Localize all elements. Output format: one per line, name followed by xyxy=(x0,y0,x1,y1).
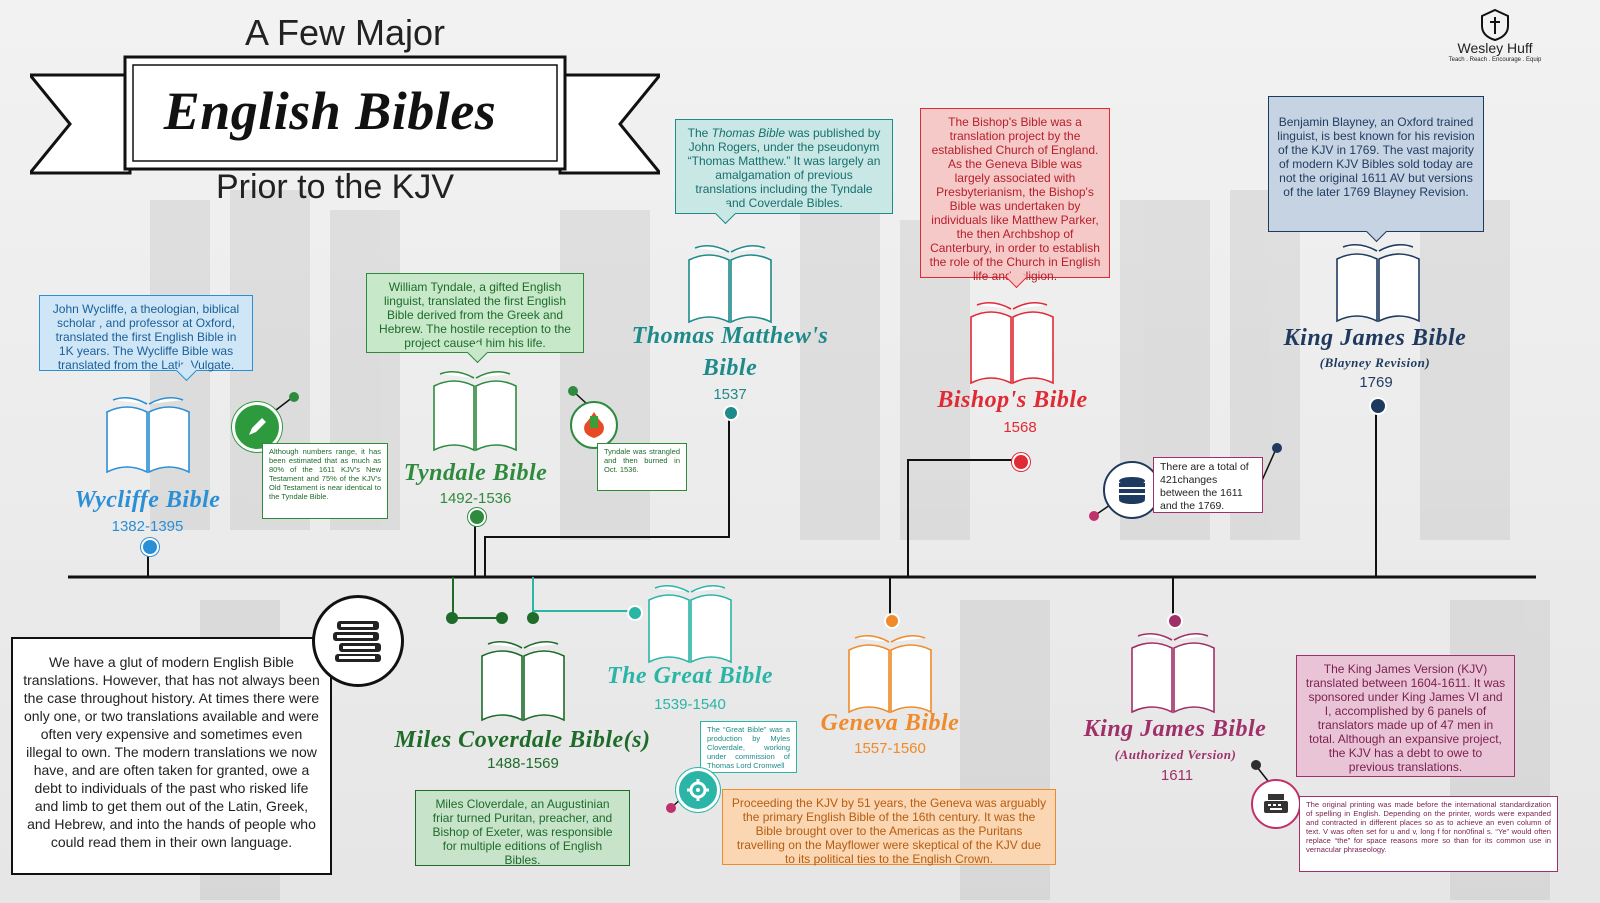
gear-connector-dot xyxy=(666,803,676,813)
great-years: 1539-1540 xyxy=(654,696,726,713)
fire-connector-dot xyxy=(568,386,578,396)
bishops-description-text: The Bishop's Bible was a translation pro… xyxy=(929,115,1101,283)
pencil-connector-dot xyxy=(289,392,299,402)
intro-text: We have a glut of modern English Bible t… xyxy=(23,654,320,850)
books-stack-icon xyxy=(312,595,404,687)
brand-tagline: Teach . Reach . Encourage . Equip xyxy=(1448,57,1542,63)
coins-icon xyxy=(1103,461,1161,519)
thomas-name-line1: Thomas Matthew's xyxy=(631,323,829,349)
geneva-description: Proceeding the KJV by 51 years, the Gene… xyxy=(722,789,1056,866)
tyndale-dot xyxy=(468,508,486,526)
tyndale-description-text: William Tyndale, a gifted English lingui… xyxy=(379,280,571,350)
fire-icon xyxy=(570,401,618,449)
wycliffe-book-icon xyxy=(106,396,190,474)
blayney-book-icon xyxy=(1336,243,1420,323)
blayney-description: Benjamin Blayney, an Oxford trained ling… xyxy=(1268,96,1484,243)
tyndale-years: 1492-1536 xyxy=(439,490,512,507)
great-name: The Great Bible xyxy=(606,663,774,689)
bishops-name: Bishop's Bible xyxy=(937,387,1088,413)
intro-box: We have a glut of modern English Bible t… xyxy=(11,637,332,875)
kjv-description: The King James Version (KJV) translated … xyxy=(1296,655,1515,777)
thomas-years: 1537 xyxy=(713,386,747,403)
coverdale-dot-1 xyxy=(446,612,458,624)
blayney-description-text: Benjamin Blayney, an Oxford trained ling… xyxy=(1277,115,1475,199)
great-dot-1 xyxy=(527,612,539,624)
kjv-name: King James Bible xyxy=(1083,716,1267,742)
great-dot-2 xyxy=(627,605,643,621)
kjv-dot xyxy=(1167,613,1183,629)
title-line1: A Few Major xyxy=(244,12,446,53)
coverdale-book-icon xyxy=(481,640,565,722)
bishops-book-icon xyxy=(970,301,1054,385)
thomas-book-icon xyxy=(688,244,772,324)
tyndale-description: William Tyndale, a gifted English lingui… xyxy=(366,273,584,364)
bishops-years: 1568 xyxy=(1003,419,1037,436)
thomas-dot xyxy=(723,405,739,421)
geneva-book-icon xyxy=(848,634,932,714)
blayney-name: King James Bible xyxy=(1283,325,1467,351)
typewriter-connector-dot xyxy=(1251,760,1261,770)
coverdale-name: Miles Coverdale Bible(s) xyxy=(394,727,651,753)
wycliffe-description-text: John Wycliffe, a theologian, biblical sc… xyxy=(52,302,240,372)
thomas-description-em: Thomas Bible xyxy=(711,126,785,140)
coins-connector-dot-2 xyxy=(1272,443,1282,453)
bishops-dot xyxy=(1012,453,1030,471)
thomas-description-pre: The xyxy=(687,126,712,140)
coverdale-description: Miles Cloverdale, an Augustinian friar t… xyxy=(415,790,630,867)
blayney-dot xyxy=(1369,397,1387,415)
tyndale-note: Tyndale was strangled and then burned in… xyxy=(597,443,687,491)
kjv-description-text: The King James Version (KJV) translated … xyxy=(1305,662,1506,774)
bishops-description: The Bishop's Bible was a translation pro… xyxy=(920,108,1110,289)
geneva-name: Geneva Bible xyxy=(820,710,960,736)
geneva-description-text: Proceeding the KJV by 51 years, the Gene… xyxy=(731,796,1047,866)
wycliffe-description: John Wycliffe, a theologian, biblical sc… xyxy=(39,295,253,382)
kjv-years: 1611 xyxy=(1160,767,1194,784)
gear-icon xyxy=(676,768,720,812)
cross-shield-icon xyxy=(1481,8,1509,42)
tyndale-book-icon xyxy=(433,370,517,452)
typewriter-icon xyxy=(1251,779,1301,829)
coverdale-years: 1488-1569 xyxy=(487,755,559,772)
tyndale-name: Tyndale Bible xyxy=(403,460,548,486)
wycliffe-note: Although numbers range, it has been esti… xyxy=(262,443,388,519)
wycliffe-name: Wycliffe Bible xyxy=(74,487,221,513)
blayney-subtitle: (Blayney Revision) xyxy=(1319,355,1431,370)
wycliffe-years: 1382-1395 xyxy=(111,518,184,535)
thomas-description: The Thomas Bible was published by John R… xyxy=(675,119,893,225)
geneva-dot xyxy=(884,613,900,629)
title-banner: English Bibles xyxy=(163,81,497,141)
geneva-years: 1557-1560 xyxy=(854,740,926,757)
coverdale-description-text: Miles Cloverdale, an Augustinian friar t… xyxy=(432,797,613,867)
blayney-note: There are a total of 421changes between … xyxy=(1153,457,1263,513)
kjv-book-icon xyxy=(1131,632,1215,714)
great-note: The “Great Bible” was a production by My… xyxy=(700,721,797,773)
coins-connector-dot xyxy=(1089,511,1099,521)
great-book-icon xyxy=(648,584,732,664)
coverdale-dot-2 xyxy=(496,612,508,624)
title-line2: Prior to the KJV xyxy=(215,168,455,206)
kjv-note: The original printing was made before th… xyxy=(1299,796,1558,872)
brand-name: Wesley Huff xyxy=(1457,40,1533,56)
kjv-subtitle: (Authorized Version) xyxy=(1114,747,1237,762)
wycliffe-dot xyxy=(141,538,159,556)
thomas-name-line2: Bible xyxy=(702,355,758,381)
blayney-years: 1769 xyxy=(1359,374,1393,391)
title-banner-ribbon xyxy=(30,55,660,175)
thomas-description-post: was published by John Rogers, under the … xyxy=(687,126,881,210)
